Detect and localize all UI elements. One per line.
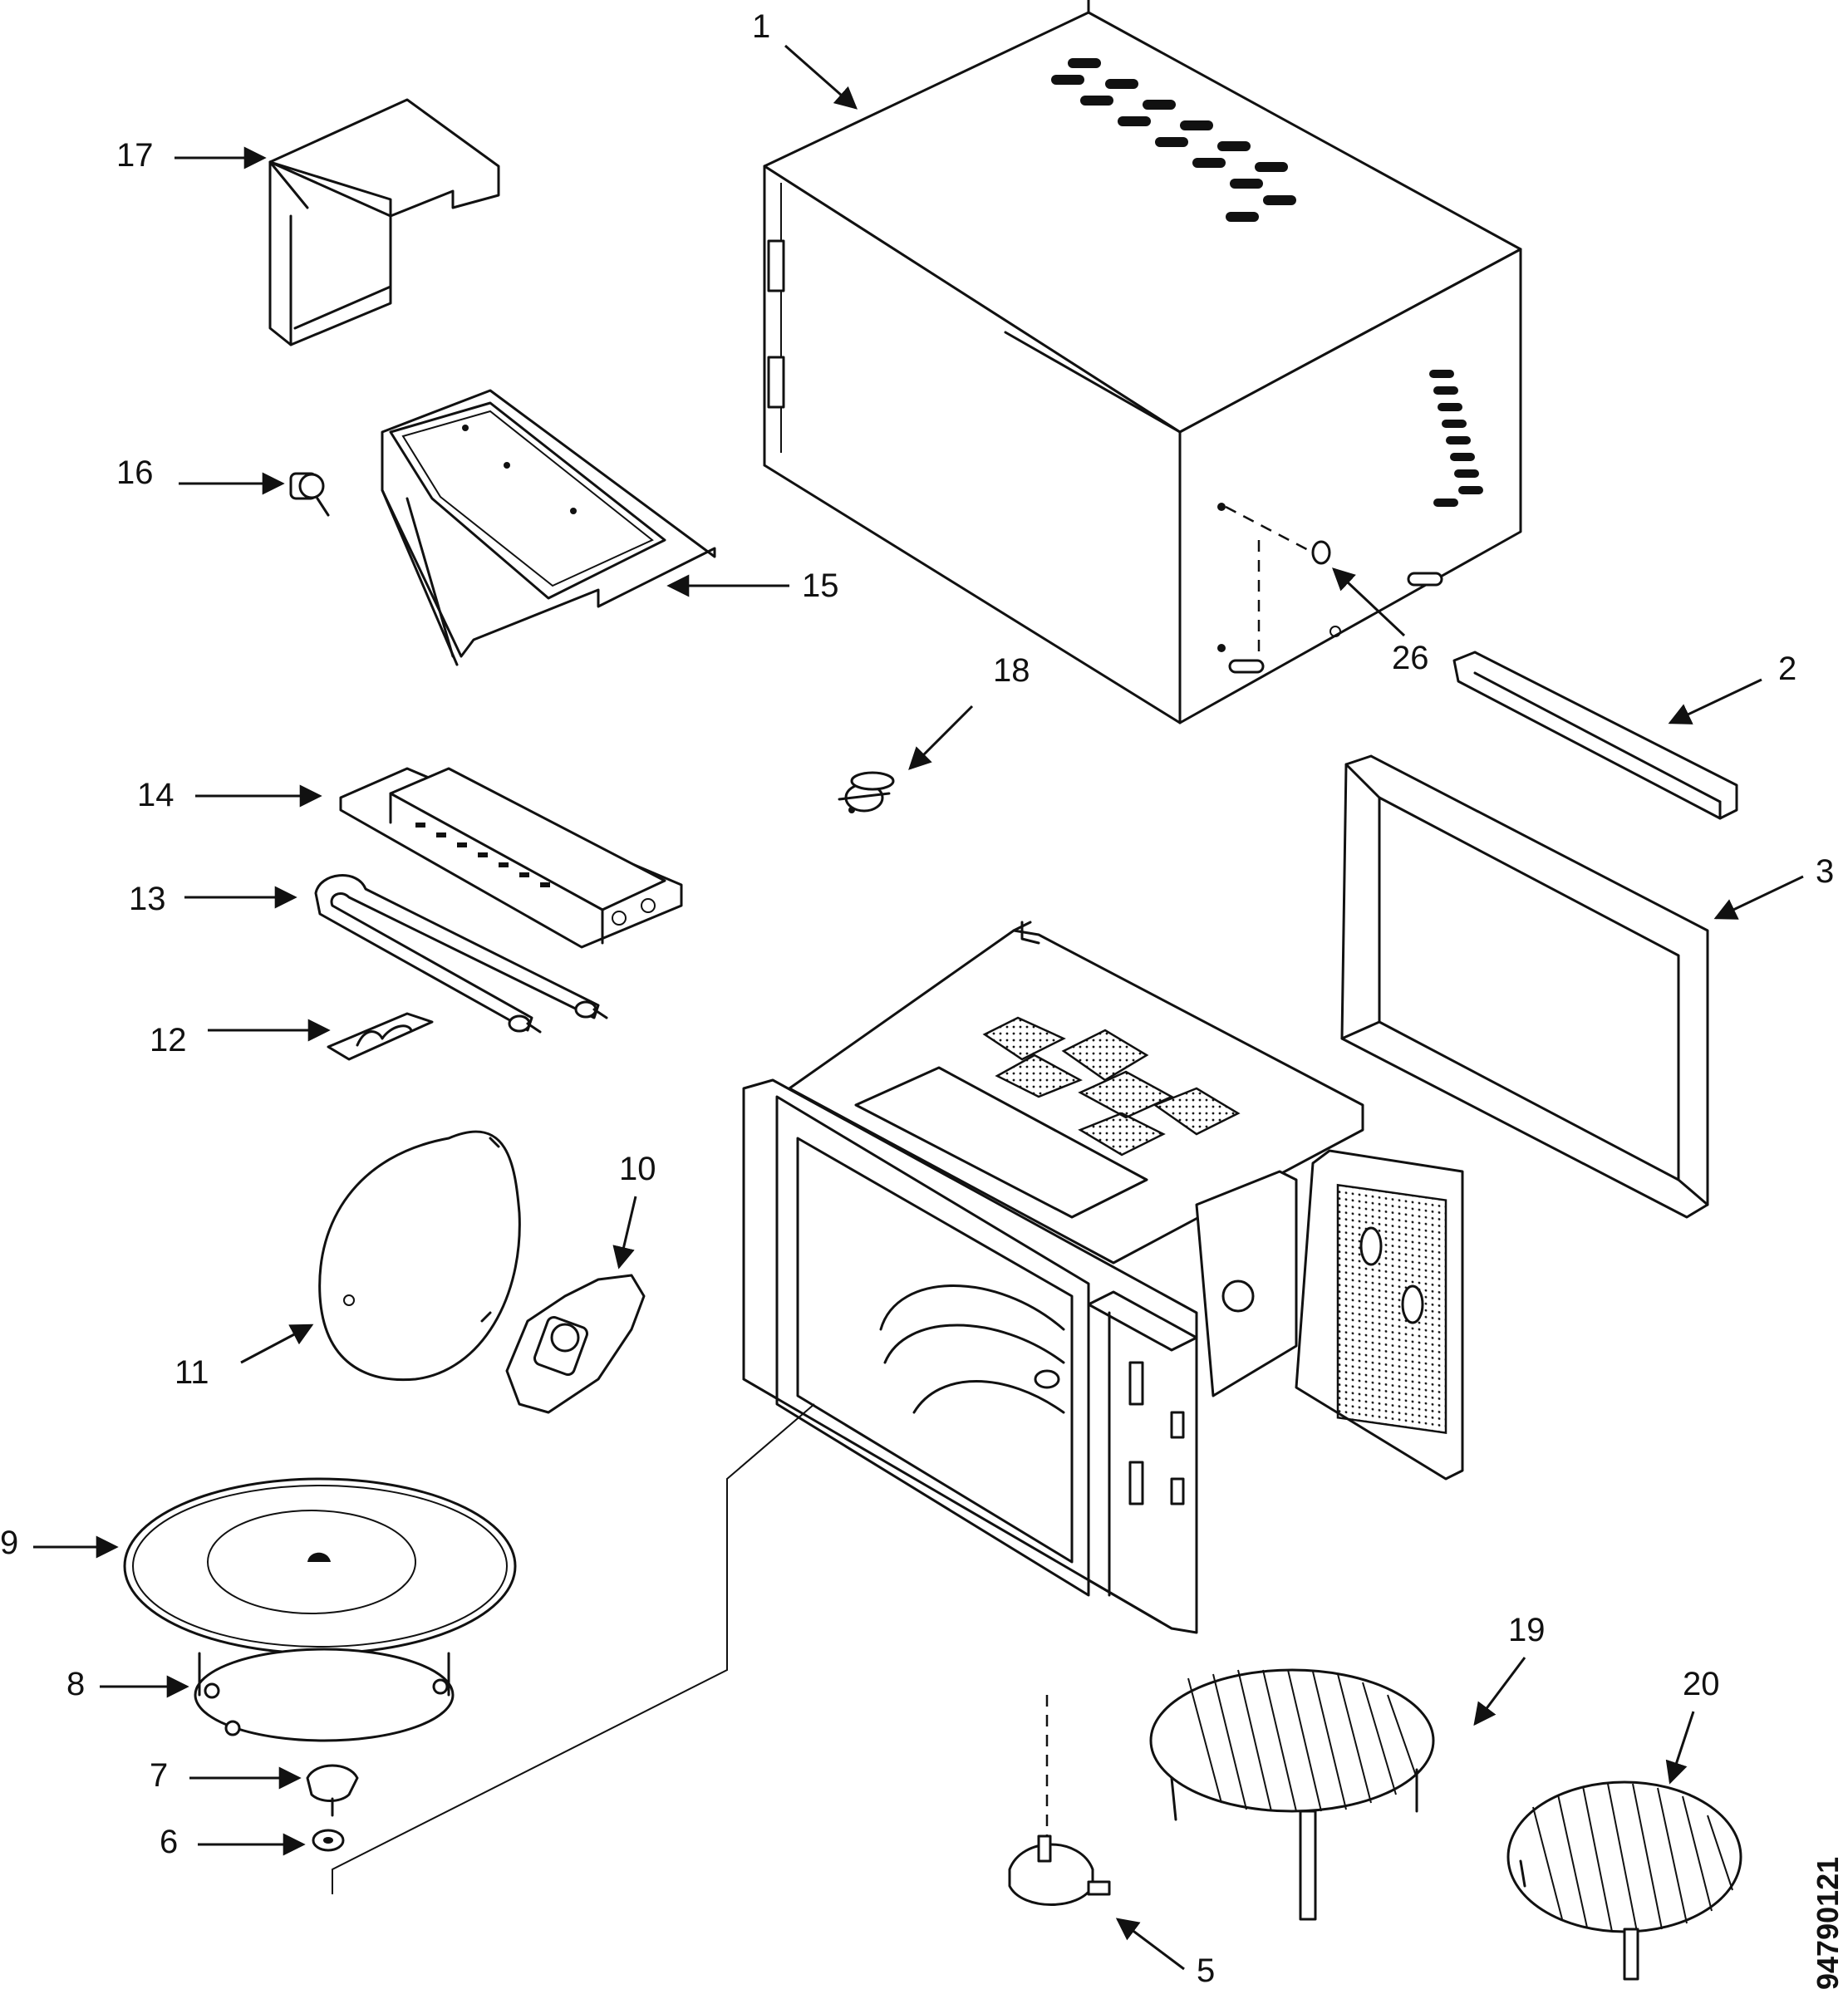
svg-text:15: 15 — [802, 567, 839, 604]
heater-element-part — [314, 874, 608, 1034]
svg-text:13: 13 — [129, 881, 166, 917]
light-socket-bracket-part — [505, 1274, 646, 1414]
guide-lines — [332, 1403, 815, 1894]
top-plate-part — [381, 389, 716, 666]
svg-text:12: 12 — [150, 1022, 187, 1058]
callout-11: 11 — [174, 1324, 314, 1391]
glass-tray-part — [123, 1477, 517, 1655]
svg-text:5: 5 — [1197, 1952, 1215, 1989]
front-frame-part — [1340, 754, 1709, 1219]
callout-9: 9 — [0, 1525, 119, 1561]
heater-shield-part — [339, 767, 683, 949]
callout-7: 7 — [150, 1757, 302, 1794]
callout-20: 20 — [1665, 1666, 1720, 1785]
callout-12: 12 — [150, 1019, 331, 1058]
outer-cabinet-part — [763, 0, 1522, 724]
callout-1: 1 — [752, 8, 858, 110]
svg-text:7: 7 — [150, 1757, 168, 1794]
callout-5: 5 — [1115, 1918, 1215, 1989]
svg-text:1: 1 — [752, 8, 770, 45]
waveguide-cover-part — [318, 1130, 521, 1382]
roller-ring-part — [194, 1648, 455, 1742]
callout-15: 15 — [666, 567, 839, 604]
svg-text:2: 2 — [1778, 651, 1796, 687]
svg-text:20: 20 — [1683, 1666, 1720, 1702]
oven-cavity-part — [742, 921, 1464, 1634]
callout-19: 19 — [1473, 1612, 1546, 1726]
callout-10: 10 — [612, 1151, 656, 1270]
low-rack-part — [1506, 1780, 1742, 1981]
washer-part — [312, 1829, 345, 1852]
svg-text:11: 11 — [174, 1354, 209, 1391]
svg-text:9: 9 — [0, 1525, 18, 1561]
svg-text:14: 14 — [137, 777, 174, 813]
callout-14: 14 — [137, 777, 322, 813]
bottom-rail-part — [1452, 651, 1738, 820]
callout-17: 17 — [116, 137, 267, 174]
document-code: 94790121 — [1811, 1857, 1845, 1990]
duct-cover-part — [268, 98, 500, 346]
callout-13: 13 — [129, 881, 297, 917]
svg-text:8: 8 — [66, 1666, 85, 1702]
svg-text:16: 16 — [116, 454, 154, 491]
callout-26: 26 — [1332, 567, 1429, 676]
svg-text:26: 26 — [1392, 640, 1429, 676]
svg-text:18: 18 — [993, 652, 1030, 689]
callout-3: 3 — [1713, 853, 1834, 920]
turntable-motor-part — [1008, 1695, 1111, 1906]
callout-18: 18 — [908, 652, 1030, 770]
callout-8: 8 — [66, 1666, 189, 1702]
thermostat-part — [838, 771, 895, 813]
high-rack-part — [1149, 1668, 1435, 1921]
thermal-cutout-part — [289, 472, 330, 517]
callout-16: 16 — [116, 454, 285, 495]
heater-clip-part — [327, 1012, 434, 1061]
svg-text:19: 19 — [1508, 1612, 1546, 1648]
callout-2: 2 — [1668, 651, 1796, 724]
screw-part — [1225, 505, 1331, 656]
svg-text:10: 10 — [619, 1151, 656, 1187]
callout-6: 6 — [160, 1824, 306, 1860]
svg-text:17: 17 — [116, 137, 154, 174]
svg-text:6: 6 — [160, 1824, 178, 1860]
drive-coupler-part — [306, 1764, 359, 1817]
svg-text:3: 3 — [1816, 853, 1834, 890]
